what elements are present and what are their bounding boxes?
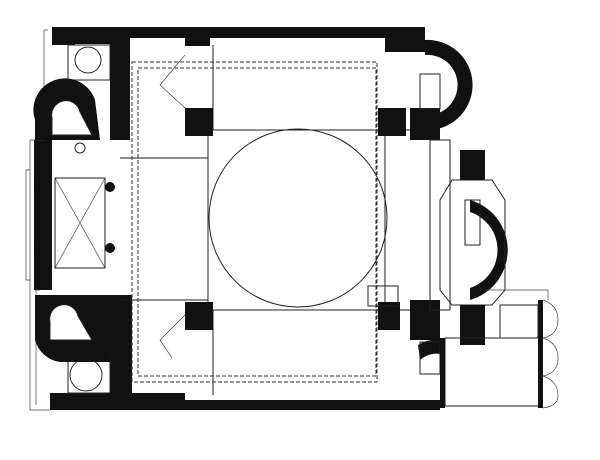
outer-walls [25, 27, 440, 411]
annex [367, 285, 559, 409]
left-towers [33, 44, 115, 394]
dome-circle [208, 128, 388, 308]
central-nave [120, 45, 432, 395]
piers [185, 108, 440, 340]
